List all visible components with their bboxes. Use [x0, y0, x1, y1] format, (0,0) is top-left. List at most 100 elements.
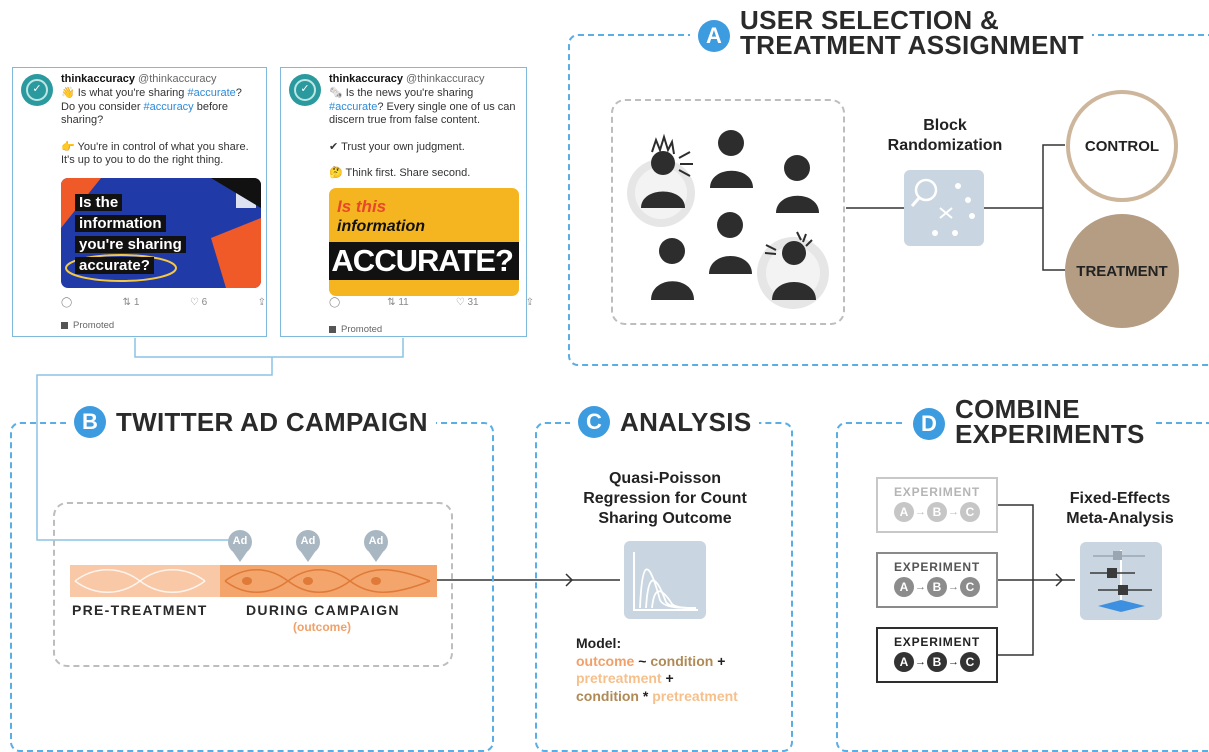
step-b: B	[927, 652, 947, 672]
tweet-text-segment: 👋 Is what you're sharing	[61, 87, 188, 99]
ad-pin-3	[364, 530, 388, 562]
ad-pin-1	[228, 530, 252, 562]
step-a: A	[894, 502, 914, 522]
ad-pin-2	[296, 530, 320, 562]
section-a-header: A USER SELECTION & TREATMENT ASSIGNMENT	[690, 5, 1092, 60]
distribution-chart-icon	[624, 541, 706, 619]
experiment-box-3: EXPERIMENT A→ B→ C	[876, 627, 998, 683]
ad-headline-line: accurate?	[75, 257, 154, 274]
treatment-group: TREATMENT	[1065, 214, 1179, 328]
control-label: CONTROL	[1084, 137, 1160, 155]
tweet-text-segment: ? Every single one of us can	[377, 100, 516, 113]
step-b: B	[927, 577, 947, 597]
model-label: Model:	[576, 635, 622, 651]
timeline	[70, 530, 437, 597]
section-badge: D	[913, 408, 945, 440]
tweet-text-segment: ?	[235, 87, 242, 99]
ad-headline-line: you're sharing	[75, 236, 186, 253]
ad-image-2[interactable]: Is this information ACCURATE?	[329, 188, 519, 296]
section-badge: B	[74, 406, 106, 438]
promoted-icon	[61, 322, 68, 330]
meta-analysis-icon	[1080, 542, 1162, 620]
during-campaign-label: DURING CAMPAIGN	[246, 602, 400, 618]
like-count: 6	[201, 297, 208, 308]
section-d-header: D COMBINE EXPERIMENTS	[905, 394, 1153, 449]
connector-layer	[36, 130, 1162, 656]
check-icon: ✓	[294, 79, 316, 101]
tweet-card-1[interactable]: ✓ thinkaccuracy @thinkaccuracy 👋 Is what…	[12, 67, 267, 337]
tweet-header: thinkaccuracy @thinkaccuracy	[329, 73, 484, 87]
tweet-action-bar: ◯ ⇅ 1 ♡ 6 ⇪	[61, 296, 266, 310]
section-title: TWITTER AD CAMPAIGN	[116, 406, 428, 437]
meta-analysis-label: Fixed-Effects Meta-Analysis	[1066, 490, 1174, 527]
promoted-label: Promoted	[61, 319, 114, 333]
retweet-count: 11	[398, 297, 409, 308]
step-b: B	[927, 502, 947, 522]
tweet-author-handle: @thinkaccuracy	[138, 73, 217, 85]
tweet-author-name: thinkaccuracy	[329, 73, 403, 85]
diagram-canvas: ✓ thinkaccuracy @thinkaccuracy 👋 Is what…	[10, 5, 1209, 752]
tweet-text: 🗞️ Is the news you're sharing #accurate?…	[329, 87, 529, 181]
promoted-icon	[329, 326, 336, 334]
section-badge: C	[578, 406, 610, 438]
outcome-label: (outcome)	[293, 620, 351, 634]
hashtag-link[interactable]: #accuracy	[143, 100, 194, 113]
tweet-author-name: thinkaccuracy	[61, 73, 135, 85]
ad-image-1[interactable]: Is the information you're sharing accura…	[61, 178, 261, 288]
tweet-action-bar: ◯ ⇅ 11 ♡ 31 ⇪	[329, 296, 534, 310]
reply-button[interactable]: ◯	[61, 297, 73, 308]
section-title: USER SELECTION & TREATMENT ASSIGNMENT	[740, 5, 1084, 60]
ad-headline-line: ACCURATE?	[331, 243, 514, 278]
experiment-label: EXPERIMENT	[893, 485, 980, 499]
check-icon: ✓	[26, 79, 48, 101]
step-a: A	[894, 652, 914, 672]
model-formula: Model: outcome ~ condition + pretreatmen…	[576, 635, 738, 704]
regression-method-label: Quasi-Poisson Regression for Count Shari…	[583, 470, 747, 527]
avatar: ✓	[21, 74, 53, 106]
ad-headline-line: Is the	[75, 194, 123, 211]
tweet-text: 👋 Is what you're sharing #accurate? Do y…	[61, 87, 261, 168]
arrow-head	[1055, 573, 1064, 587]
tweet-text-line: It's up to you to do the right thing.	[61, 154, 224, 166]
branch-bracket	[1042, 144, 1065, 271]
experiment-box-2: EXPERIMENT A→ B→ C	[876, 552, 998, 608]
retweet-button[interactable]: ⇅ 1	[122, 297, 140, 308]
like-count: 31	[467, 297, 479, 308]
tweet-to-campaign-line	[36, 357, 273, 541]
tweet-author-handle: @thinkaccuracy	[406, 73, 485, 85]
avatar: ✓	[289, 74, 321, 106]
tweet-card-2[interactable]: ✓ thinkaccuracy @thinkaccuracy 🗞️ Is the…	[280, 67, 534, 337]
tweet-text-line: 🤔 Think first. Share second.	[329, 167, 471, 179]
treatment-label: TREATMENT	[1076, 262, 1168, 280]
tweet-text-line: 👉 You're in control of what you share.	[61, 140, 249, 153]
section-title: COMBINE EXPERIMENTS	[955, 394, 1145, 449]
pre-treatment-bar	[70, 565, 220, 597]
arrow-head	[565, 573, 574, 587]
experiment-label: EXPERIMENT	[893, 560, 980, 574]
ad-headline-line: Is this	[337, 197, 387, 216]
retweet-button[interactable]: ⇅ 11	[387, 297, 409, 308]
tweet-text-segment: discern true from false content.	[329, 114, 481, 126]
tweet-text-segment: Do you consider	[61, 100, 144, 113]
step-c: C	[960, 577, 980, 597]
retweet-count: 1	[133, 297, 140, 308]
tweet-text-segment: before	[193, 100, 228, 113]
ad-pin-label: Ad	[368, 535, 384, 547]
like-button[interactable]: ♡ 31	[455, 297, 479, 308]
share-icon[interactable]: ⇪	[525, 297, 534, 308]
step-a: A	[894, 577, 914, 597]
experiment-label: EXPERIMENT	[893, 635, 980, 649]
section-c-header: C ANALYSIS	[570, 404, 760, 440]
section-badge: A	[698, 20, 730, 52]
ad-headline-line: information	[75, 215, 166, 232]
promoted-label: Promoted	[329, 323, 382, 337]
ad-pin-label: Ad	[232, 535, 248, 547]
reply-button[interactable]: ◯	[329, 297, 341, 308]
hashtag-link[interactable]: #accurate	[187, 87, 236, 99]
ad-headline-line: information	[337, 218, 425, 235]
hashtag-link[interactable]: #accurate	[329, 100, 378, 113]
share-icon[interactable]: ⇪	[257, 297, 266, 308]
user-pool-frame	[611, 99, 845, 325]
randomization-icon	[904, 170, 984, 246]
like-button[interactable]: ♡ 6	[189, 297, 208, 308]
